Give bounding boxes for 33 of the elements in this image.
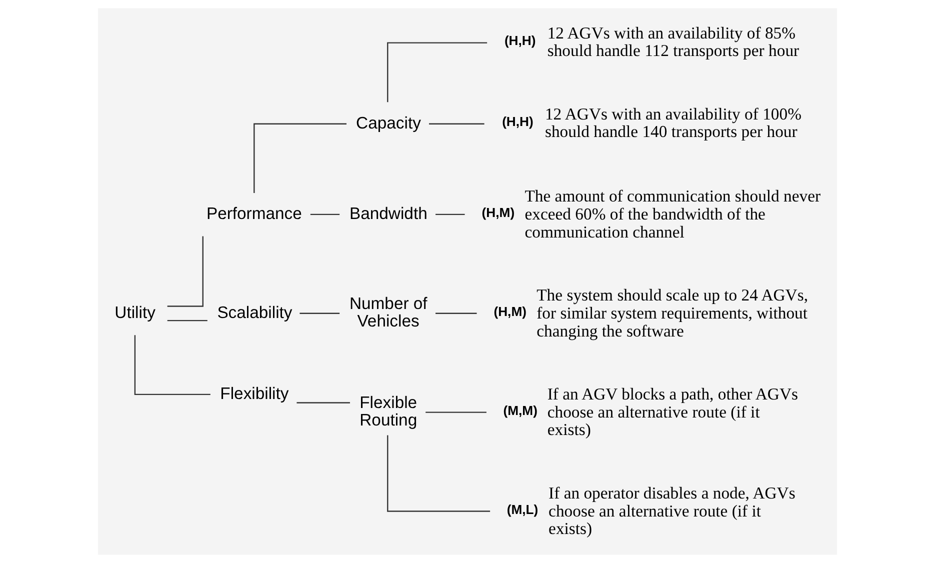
connector xyxy=(254,123,346,193)
node-label: The amount of communication should never exceed 60% of the bandwidth of the communication channel xyxy=(524,186,821,242)
node-label: If an AGV blocks a path, other AGVs choose an alternative route (if it exists) xyxy=(547,384,798,440)
connector xyxy=(300,312,340,314)
connector xyxy=(167,320,208,322)
node-label: The system should scale up to 24 AGVs, for similar system requirements, without changing the software xyxy=(536,286,808,340)
node-text: (M,L) xyxy=(506,502,538,517)
connector xyxy=(387,42,488,102)
connector xyxy=(436,312,477,314)
node-label: 12 AGVs with an availability of 85% should handle 112 transports per hour xyxy=(547,23,800,60)
node-text: Number of Vehicles xyxy=(350,294,428,331)
node-text: Bandwidth xyxy=(350,204,428,223)
connector xyxy=(426,412,486,413)
connector xyxy=(167,236,204,307)
node-text: Utility xyxy=(114,302,156,322)
node-text: Performance xyxy=(206,204,302,223)
connector xyxy=(436,214,465,216)
connector xyxy=(310,214,340,216)
node-text: (H,H) xyxy=(502,114,534,130)
node-text: Flexible Routing xyxy=(360,392,418,430)
node-text: (H,H) xyxy=(504,32,536,48)
node-text: (H,M) xyxy=(482,205,515,220)
node-text: Flexibility xyxy=(220,384,289,403)
node-label: 12 AGVs with an availability of 100% should handle 140 transports per hour xyxy=(544,104,802,142)
node-text: (M,M) xyxy=(503,403,538,418)
node-label: If an operator disables a node, AGVs choose an alternative route (if it exists) xyxy=(548,483,796,538)
connector xyxy=(296,402,350,404)
node-text: Capacity xyxy=(356,113,421,132)
node-text: Scalability xyxy=(217,302,292,322)
connector xyxy=(134,335,210,396)
node-text: (H,M) xyxy=(494,304,526,320)
connector xyxy=(387,435,490,512)
connector xyxy=(429,123,484,124)
